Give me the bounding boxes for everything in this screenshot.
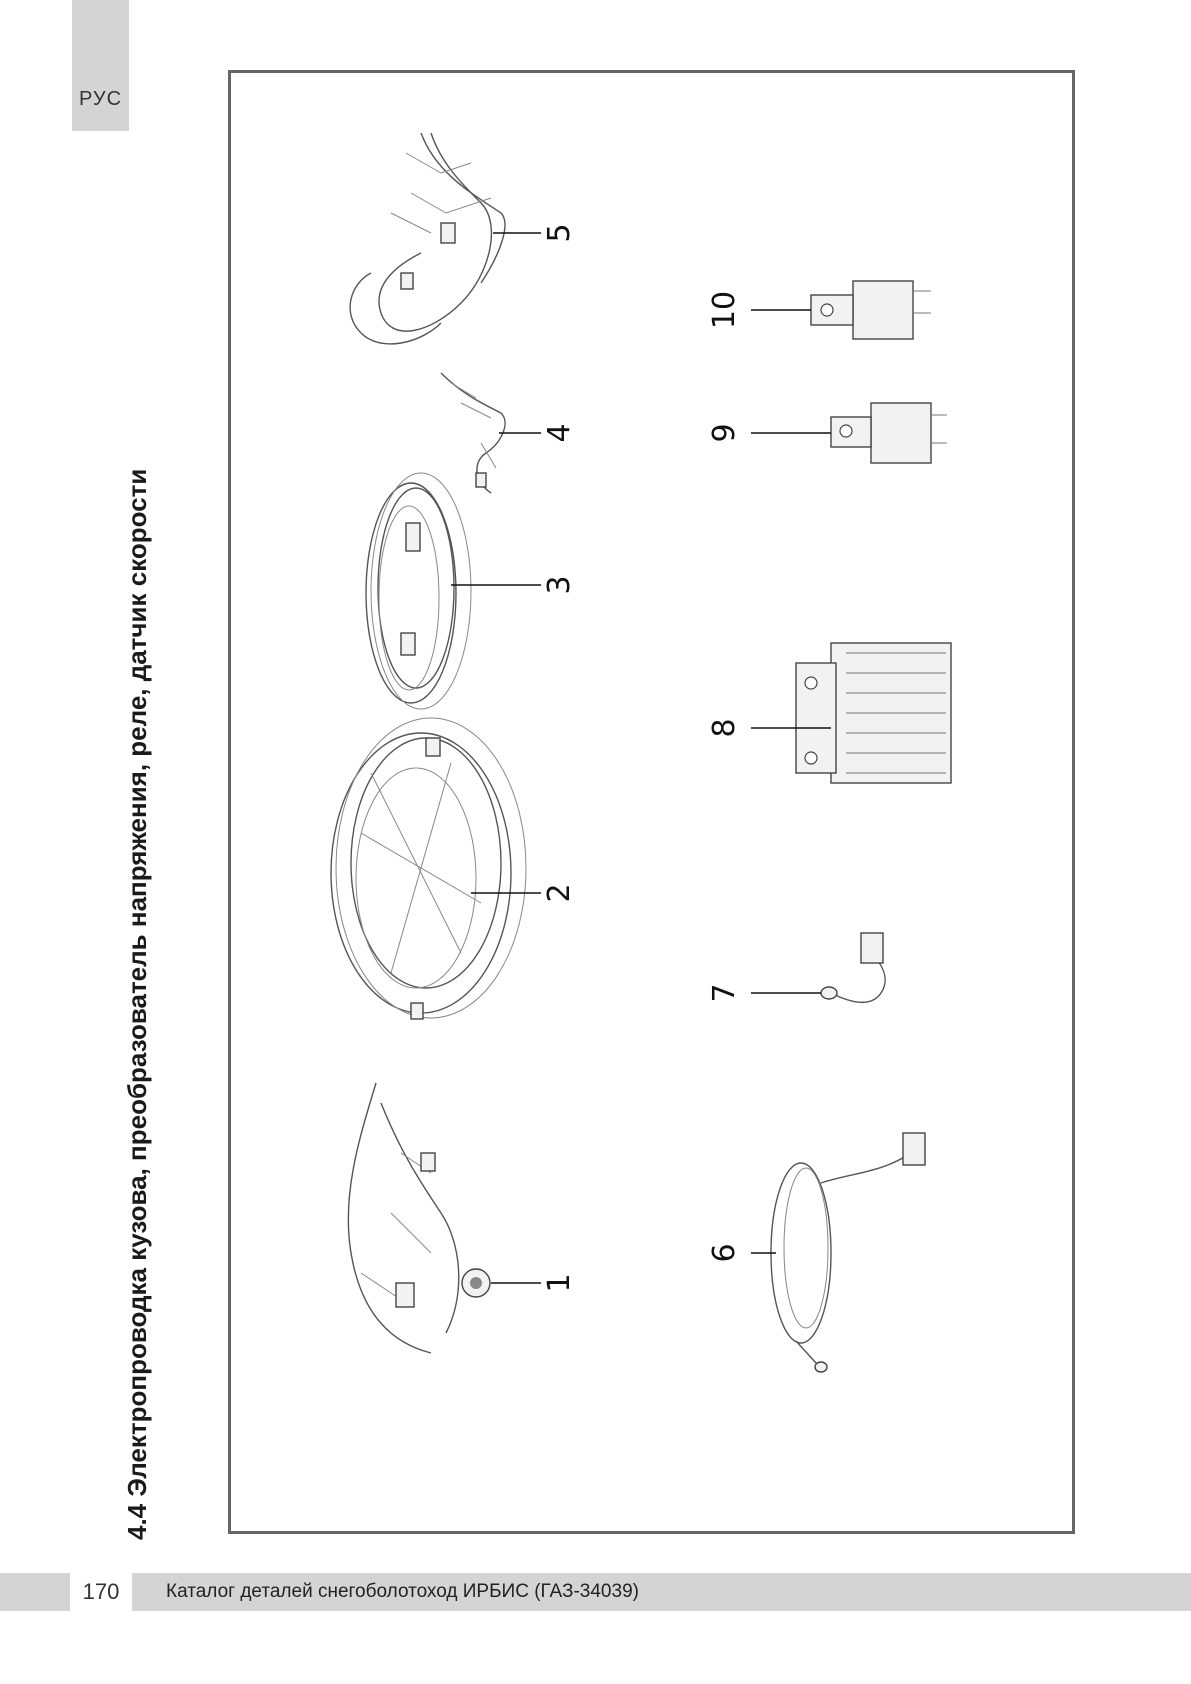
part-label-7: 7 <box>707 983 742 1002</box>
page-footer: 170 Каталог деталей снегоболотоход ИРБИС… <box>0 1573 1191 1611</box>
catalog-title: Каталог деталей снегоболотоход ИРБИС (ГА… <box>166 1581 639 1602</box>
language-label: РУС <box>78 88 123 110</box>
part-label-3: 3 <box>542 575 577 594</box>
wiring-harness-icon: 1 <box>347 1082 577 1354</box>
page-number: 170 <box>70 1573 132 1611</box>
wiring-harness-coil-icon: 2 <box>330 717 577 1020</box>
section-title: 4.4 Электропроводка кузова, преобразоват… <box>122 468 152 1540</box>
small-harness-icon: 4 <box>440 372 577 494</box>
cable-bundle-icon: 3 <box>365 472 577 710</box>
parts-diagram-frame: 5 4 3 <box>228 70 1075 1534</box>
relay-icon-10: 10 <box>707 280 931 340</box>
part-label-9: 9 <box>707 423 742 442</box>
part-label-8: 8 <box>707 718 742 737</box>
part-label-1: 1 <box>542 1273 577 1292</box>
sensor-cable-icon: 6 <box>707 1132 926 1373</box>
part-label-10: 10 <box>707 291 742 329</box>
part-label-2: 2 <box>542 883 577 902</box>
part-label-6: 6 <box>707 1243 742 1262</box>
speed-sensor-icon: 7 <box>707 932 886 1004</box>
language-tab: РУС <box>72 0 129 131</box>
relay-icon-9: 9 <box>707 402 947 464</box>
parts-diagram: 5 4 3 <box>330 132 952 1373</box>
part-label-4: 4 <box>542 423 577 442</box>
wiring-harness-loop-icon: 5 <box>349 132 577 345</box>
voltage-converter-icon: 8 <box>707 642 952 784</box>
part-label-5: 5 <box>542 223 577 242</box>
